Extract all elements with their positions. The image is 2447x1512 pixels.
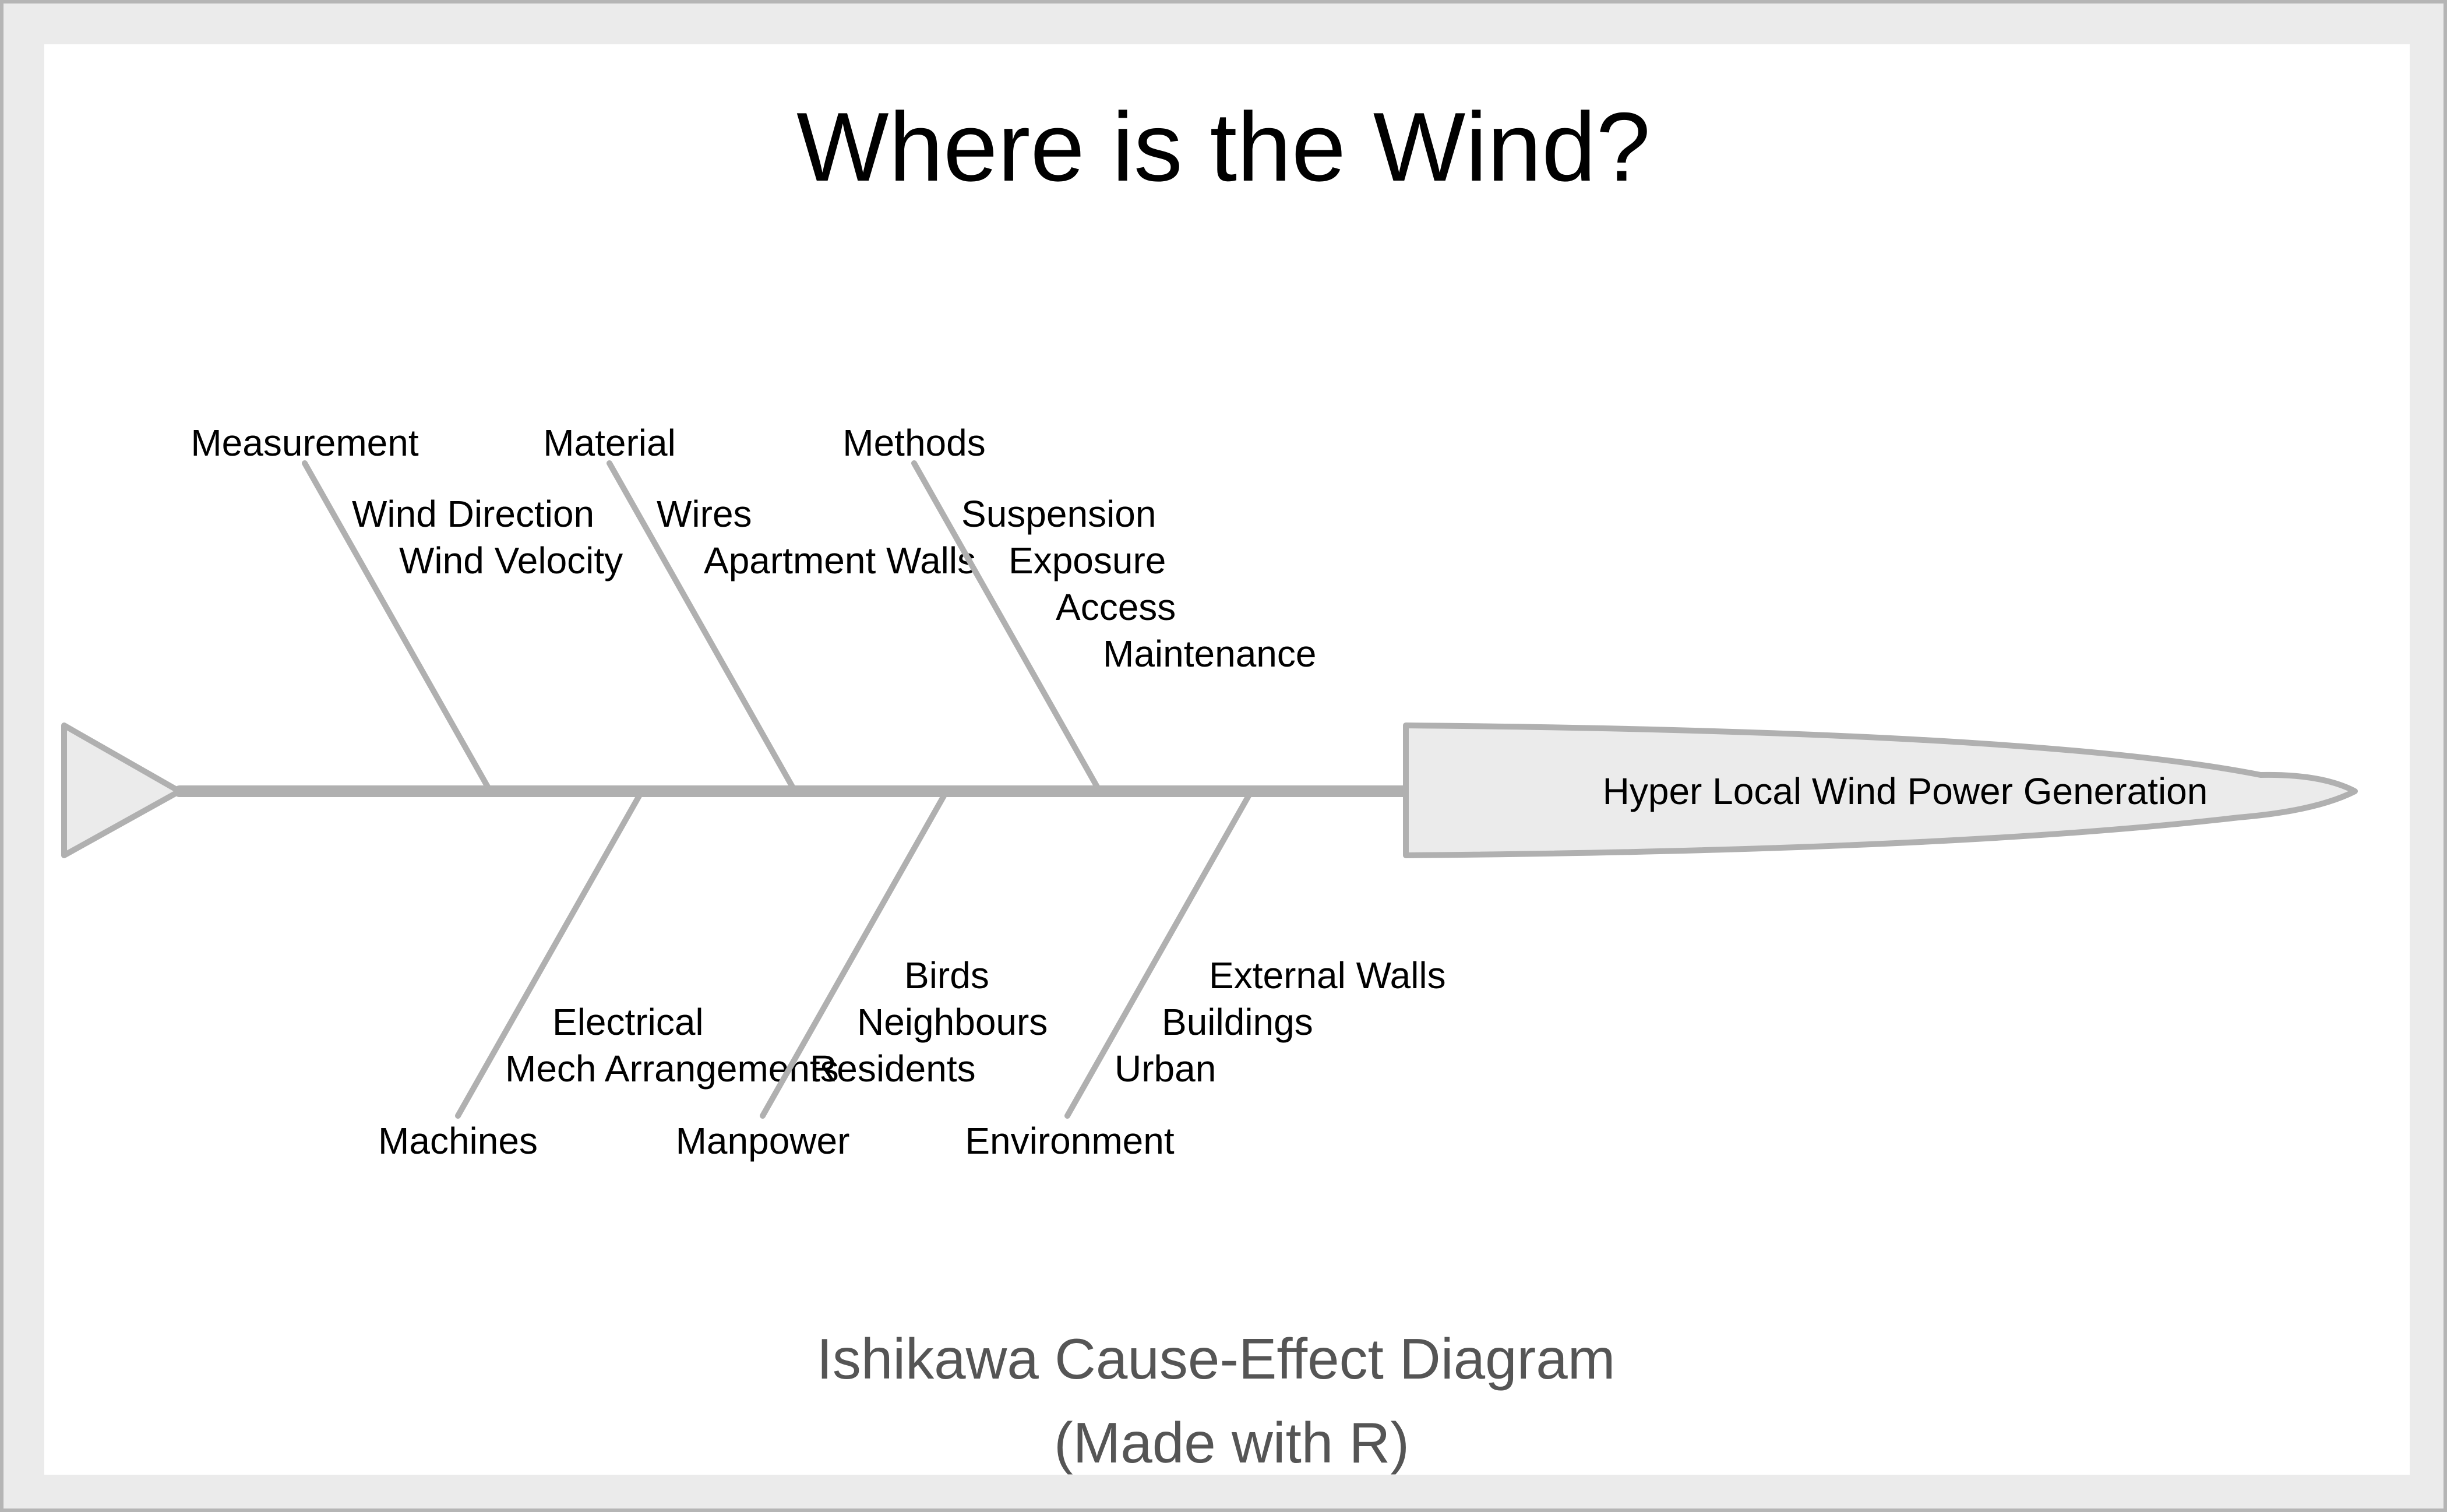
branch-machines: Machines Electrical Mech Arrangements — [378, 793, 839, 1162]
cause-maintenance: Maintenance — [1103, 633, 1316, 675]
cause-apartment-walls: Apartment Walls — [704, 540, 976, 581]
cause-electrical: Electrical — [552, 1001, 704, 1043]
cause-wind-direction: Wind Direction — [352, 493, 594, 535]
cause-access: Access — [1056, 586, 1176, 628]
diagram-title: Where is the Wind? — [796, 92, 1651, 202]
branch-material: Material Wires Apartment Walls — [543, 422, 976, 791]
category-measurement: Measurement — [191, 422, 419, 464]
bone-material — [607, 460, 796, 791]
fish-tail — [61, 722, 182, 858]
bone-environment — [1064, 793, 1251, 1119]
branch-environment: Environment External Walls Buildings Urb… — [965, 793, 1446, 1162]
cause-exposure: Exposure — [1009, 540, 1166, 581]
cause-urban: Urban — [1115, 1048, 1216, 1090]
bone-methods — [911, 460, 1101, 791]
cause-wires: Wires — [657, 493, 752, 535]
cause-birds: Birds — [904, 954, 989, 996]
category-methods: Methods — [842, 422, 985, 464]
category-manpower: Manpower — [676, 1120, 850, 1162]
branch-manpower: Manpower Birds Neighbours Residents — [676, 793, 1048, 1162]
effect-label: Hyper Local Wind Power Generation — [1603, 770, 2208, 812]
category-environment: Environment — [965, 1120, 1175, 1162]
branch-measurement: Measurement Wind Direction Wind Velocity — [191, 422, 623, 791]
category-material: Material — [543, 422, 676, 464]
cause-suspension: Suspension — [961, 493, 1156, 535]
category-machines: Machines — [378, 1120, 538, 1162]
footer-caption: Ishikawa Cause-Effect Diagram — [817, 1327, 1616, 1391]
cause-neighbours: Neighbours — [857, 1001, 1048, 1043]
cause-residents: Residents — [810, 1048, 976, 1090]
bone-measurement — [302, 460, 491, 791]
cause-buildings: Buildings — [1162, 1001, 1313, 1043]
branch-methods: Methods Suspension Exposure Access Maint… — [842, 422, 1316, 791]
bone-machines — [455, 793, 642, 1119]
bone-manpower — [760, 793, 947, 1119]
footer-subcaption: (Made with R) — [1054, 1411, 1409, 1475]
fish-head — [1403, 722, 2358, 858]
cause-external-walls: External Walls — [1209, 954, 1446, 996]
cause-wind-velocity: Wind Velocity — [399, 540, 623, 581]
